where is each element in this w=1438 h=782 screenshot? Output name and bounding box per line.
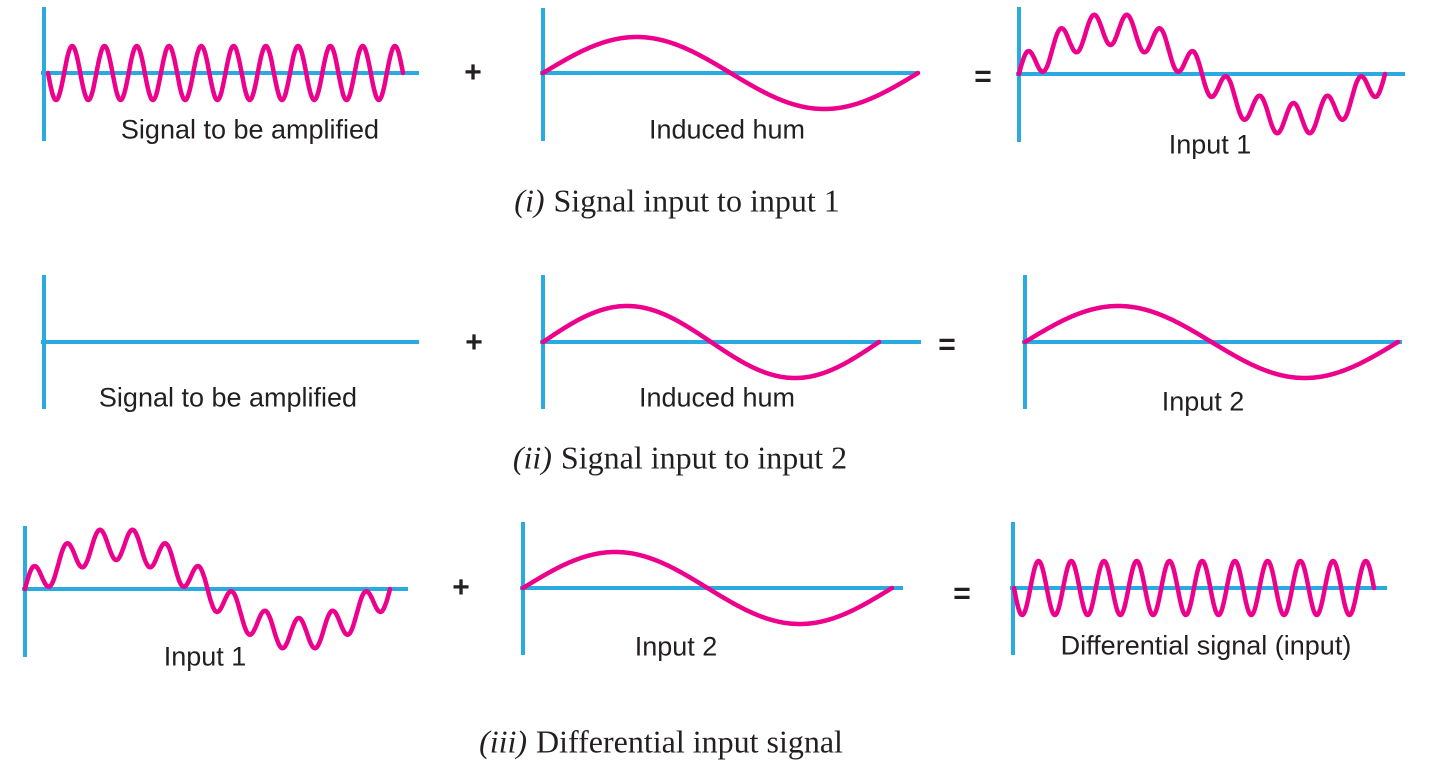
signal-waveform: [45, 43, 406, 103]
signal-waveform: [1022, 303, 1401, 381]
plus-operator: +: [464, 56, 482, 89]
waveform-label: Signal to be amplified: [120, 114, 380, 145]
row-caption-i: (i) Signal input to input 1: [514, 183, 839, 220]
signal-waveform: [1016, 12, 1388, 136]
row-caption-iii: (iii)Differential input signal: [479, 724, 843, 761]
waveform-label: Signal to be amplified: [98, 382, 358, 413]
equals-operator: =: [953, 577, 971, 610]
waveform-panel-signal-to-be-amplified-2: [41, 275, 419, 409]
waveform-panel-input-1-result: [1016, 7, 1405, 142]
waveform-panel-input-1: [22, 526, 408, 657]
signal-waveform: [520, 549, 895, 627]
signal-waveform: [540, 303, 882, 381]
waveform-panel-signal-to-be-amplified-1: [41, 7, 419, 141]
waveform-label: Input 1: [163, 641, 247, 672]
waveform-panel-input-2-result: [1022, 275, 1402, 409]
equals-operator: =: [974, 60, 992, 93]
signal-waveform: [540, 34, 921, 112]
waveform-label: Induced hum: [648, 114, 806, 145]
caption-text: Signal input to input 2: [560, 439, 848, 476]
row-caption-ii: (ii)Signal input to input 2: [513, 440, 847, 477]
caption-numeral: (i): [514, 182, 545, 219]
waveform-panel-differential-signal: [1010, 522, 1387, 655]
caption-text: Differential input signal: [536, 723, 843, 760]
equals-operator: =: [938, 328, 956, 361]
waveform-panel-input-2: [520, 522, 903, 655]
caption-numeral: (iii): [479, 723, 528, 760]
signal-waveform: [1011, 558, 1377, 618]
waveform-panel-induced-hum-1: [540, 8, 921, 141]
signal-waveform: [22, 527, 393, 651]
waveform-label: Input 1: [1168, 129, 1252, 160]
plus-operator: +: [465, 326, 483, 359]
waveform-label: Induced hum: [638, 382, 796, 413]
waveform-label: Input 2: [1161, 386, 1245, 417]
waveform-panel-induced-hum-2: [540, 275, 921, 409]
plus-operator: +: [452, 571, 470, 604]
waveform-label: Input 2: [634, 631, 718, 662]
waveform-label: Differential signal (input): [1060, 630, 1352, 661]
caption-numeral: (ii): [512, 439, 552, 476]
caption-text: Signal input to input 1: [553, 182, 840, 219]
